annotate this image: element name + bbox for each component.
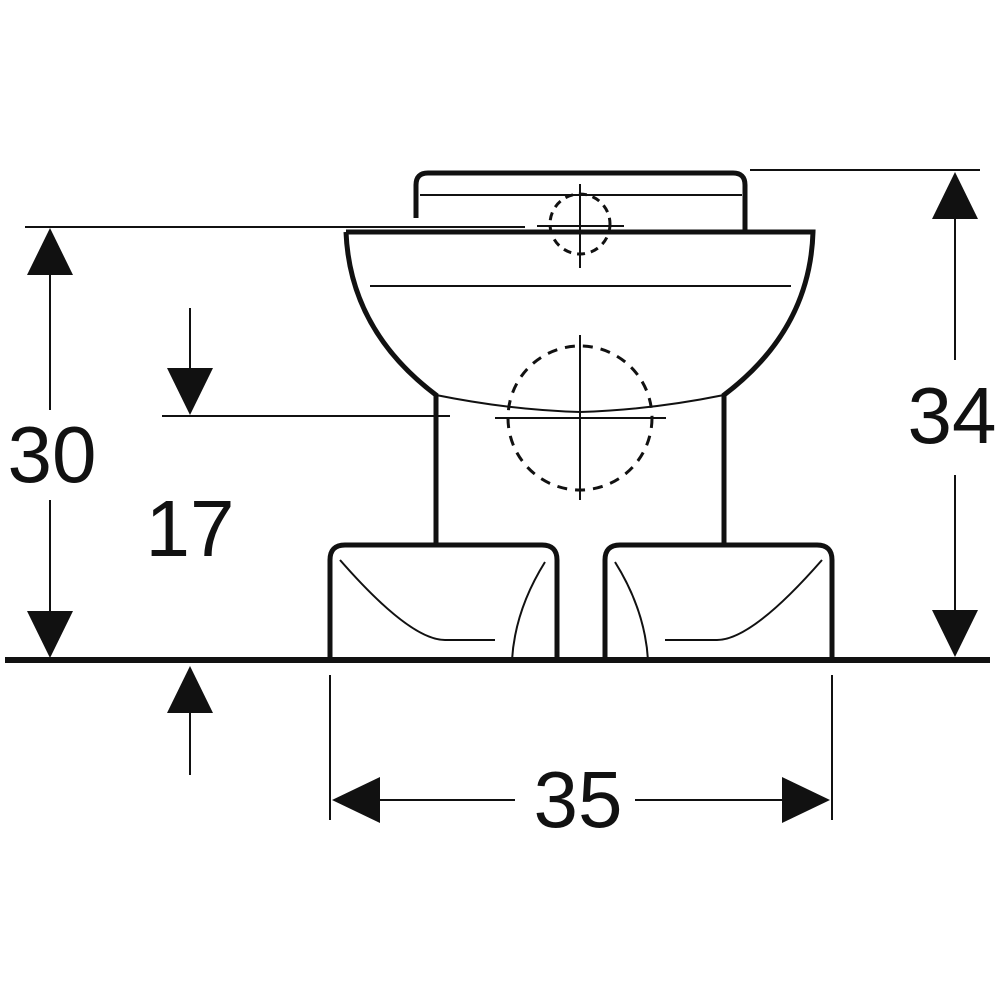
left-foot-contour: [339, 559, 546, 661]
arrow-down-icon: [932, 610, 978, 657]
arrow-left-icon: [332, 777, 380, 823]
cistern-outline: [413, 170, 748, 230]
rim-height-label: 30: [8, 410, 97, 499]
bowl-outline: [343, 229, 816, 545]
arrow-right-icon: [782, 777, 830, 823]
arrow-up-icon: [932, 172, 978, 219]
base-width-label: 35: [534, 755, 623, 844]
outlet-height-label: 17: [146, 484, 235, 573]
arrow-down-icon: [27, 611, 73, 658]
arrow-down-icon: [167, 368, 213, 415]
arrow-up-icon: [167, 666, 213, 713]
right-foot: [602, 542, 835, 660]
arrow-up-icon: [27, 228, 73, 275]
right-foot-contour: [614, 559, 823, 661]
left-foot: [327, 542, 560, 660]
overall-height-label: 34: [908, 371, 997, 460]
